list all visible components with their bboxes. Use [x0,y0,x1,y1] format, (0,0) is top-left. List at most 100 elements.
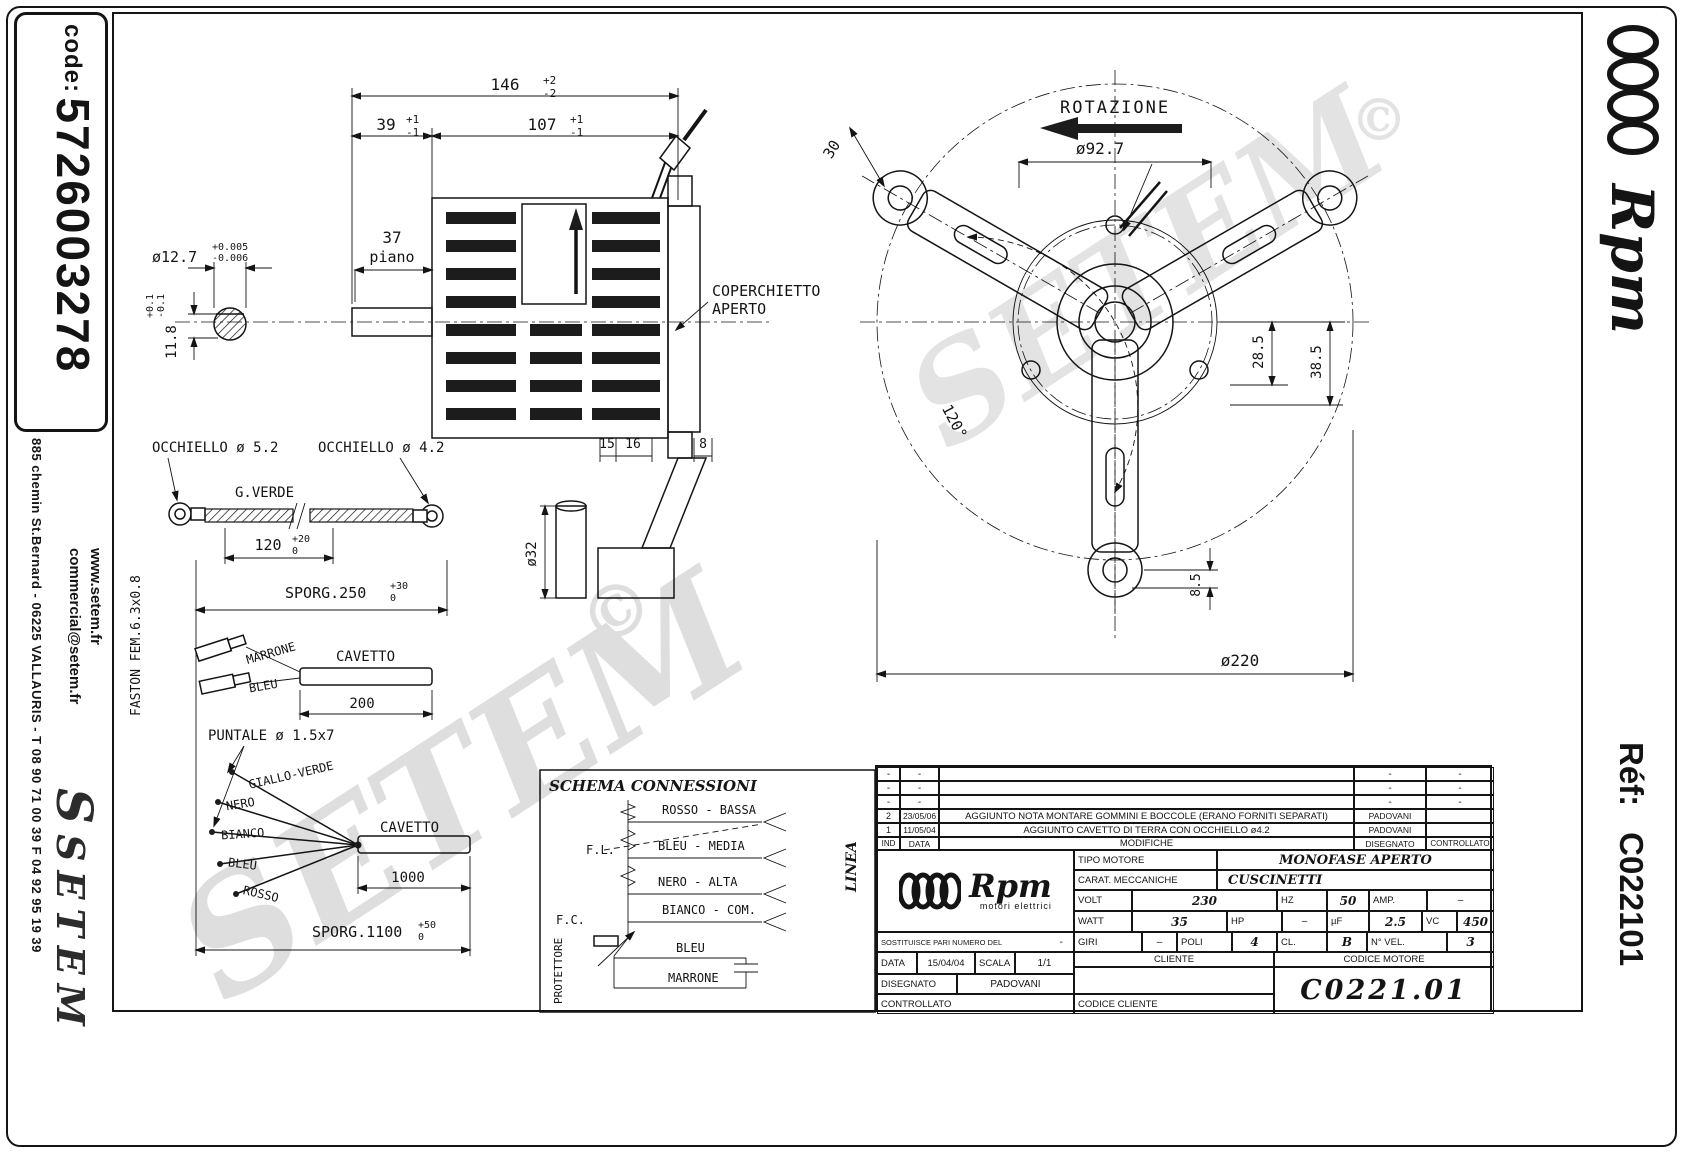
rev-header-ind: IND [877,837,900,850]
contact-block: www.setem.fr commercial@setem.fr [62,548,106,778]
rev-row-mod [939,781,1354,795]
hz-value: 50 [1327,890,1369,911]
dim-11-8-tol-plus: +0.1 [145,294,156,318]
code-label: code: [59,24,86,94]
rev-row-ind: 2 [877,809,900,823]
rev-header-data: DATA [900,837,939,850]
coil-icon [899,872,962,910]
codice-cliente-label: CODICE CLIENTE [1074,994,1274,1014]
dim-8: 8 [699,437,707,452]
label-linea: LINEA [844,841,860,893]
rpm-logo-cell: Rpm motori elettrici [877,850,1074,932]
rev-row-data: 11/05/04 [900,823,939,837]
dim-8-5: 8.5 [1189,573,1204,596]
label-marrone: MARRONE [245,639,297,666]
label-protettore: PROTETTORE [552,938,565,1004]
dim-shaft-tol-minus: -0.006 [212,253,248,264]
motor-side-view: 146 +2 -2 39 +1 -1 107 +1 -1 37 piano ø1… [145,74,820,600]
dim-sporg-250-tol-plus: +30 [390,581,408,592]
dim-shaft-tol-plus: +0.005 [212,242,248,253]
dim-sporg-250-tol-minus: 0 [390,593,396,604]
label-puntale: PUNTALE ø 1.5x7 [208,728,334,744]
dim-16: 16 [625,437,641,452]
rev-row-ind: - [877,781,900,795]
label-nero: NERO [225,795,256,813]
label-occhiello-5-2: OCCHIELLO ø 5.2 [152,440,278,456]
dim-39-tol-minus: -1 [406,126,419,139]
dim-sporg-1100-tol-minus: 0 [418,932,424,943]
dim-1000: 1000 [391,870,425,886]
dim-146-tol-minus: -2 [543,87,556,100]
watt-value: 35 [1132,911,1227,932]
dim-200: 200 [349,696,374,712]
dim-220: ø220 [1221,651,1260,670]
carat-label: CARAT. MECCANICHE [1074,870,1217,890]
address-text: 885 chemin St.Bernard - 06225 VALLAURIS … [29,438,44,953]
rev-row-ind: - [877,795,900,809]
dim-39: 39 [376,115,395,134]
label-occhiello-4-2: OCCHIELLO ø 4.2 [318,440,444,456]
rpm-wordmark: Rpm [969,867,1052,905]
disegnato-value: PADOVANI [957,974,1074,994]
dim-107: 107 [528,115,557,134]
label-piano: piano [369,248,414,266]
rpm-subtitle: motori elettrici [979,901,1052,911]
dim-146-tol-plus: +2 [543,74,556,87]
giri-label: GIRI [1074,932,1142,952]
dim-30: 30 [819,137,844,162]
rev-row-mod: AGGIUNTO CAVETTO DI TERRA CON OCCHIELLO … [939,823,1354,837]
dim-120-tol-minus: 0 [292,546,298,557]
dim-120-tol-plus: +20 [292,534,310,545]
dim-32: ø32 [524,541,540,566]
uf-value: 2.5 [1369,911,1422,932]
dim-11-8-tol-minus: -0.1 [156,294,167,318]
dim-shaft-dia: ø12.7 [152,248,197,266]
dim-120: 120 [254,536,281,554]
label-bianco: BIANCO [221,826,265,843]
label-faston: FASTON FEM.6.3x0.8 [129,575,144,716]
rev-row-ind: - [877,767,900,781]
label-bleu: BLEU [248,677,279,696]
label-g-verde: G.VERDE [235,485,294,501]
cliente-value [1074,967,1274,994]
label-bianco-com: BIANCO - COM. [662,903,756,917]
label-bleu-media: BLEU - MEDIA [658,839,745,853]
codice-motore-label: CODICE MOTORE [1274,952,1494,967]
scala-label: SCALA [975,952,1015,974]
rev-row-mod: AGGIUNTO NOTA MONTARE GOMMINI E BOCCOLE … [939,809,1354,823]
rev-row-data: 23/05/06 [900,809,939,823]
scala-value: 1/1 [1015,952,1074,974]
rev-row-data: - [900,781,939,795]
label-coperchietto: COPERCHIETTO [712,282,820,300]
rev-row-dis: PADOVANI [1354,823,1426,837]
sostituisce-value: - [1059,936,1063,948]
title-block: - - - - - - - - - - - - 2 23/05/06 AGGIU… [875,765,1494,1014]
uf-label: µF [1327,911,1369,932]
wiring-schema: SCHEMA CONNESSIONI ROSSO - BASSA BLEU - … [539,769,876,1013]
dim-146: 146 [491,75,520,94]
vc-value: 450 [1457,911,1494,932]
label-cavetto-2: CAVETTO [380,820,439,836]
label-schema-marrone: MARRONE [668,971,719,985]
rev-row-ctrl: - [1426,795,1494,809]
label-fl: F.L. [586,843,615,857]
tipo-motore-label: TIPO MOTORE [1074,850,1217,870]
rev-header-mod: MODIFICHE [939,837,1354,850]
rev-row-mod [939,795,1354,809]
schema-title: SCHEMA CONNESSIONI [549,777,758,795]
dim-sporg-1100-tol-plus: +50 [418,920,436,931]
rev-row-dis: - [1354,767,1426,781]
inner-drawing-frame [112,12,1583,1012]
motor-front-view: ROTAZIONE ø92.7 30 28.5 38.5 120° ø220 8… [819,70,1383,682]
code-block: code: 5726003278 [16,24,100,420]
volt-label: VOLT [1074,890,1132,911]
volt-value: 230 [1132,890,1277,911]
rev-row-data: - [900,795,939,809]
cliente-label: CLIENTE [1074,952,1274,967]
label-schema-bleu: BLEU [676,941,705,955]
carat-value: CUSCINETTI [1217,870,1494,890]
rev-row-ind: 1 [877,823,900,837]
rev-row-dis: - [1354,781,1426,795]
label-fc: F.C. [556,913,585,927]
nvel-value: 3 [1447,932,1494,952]
